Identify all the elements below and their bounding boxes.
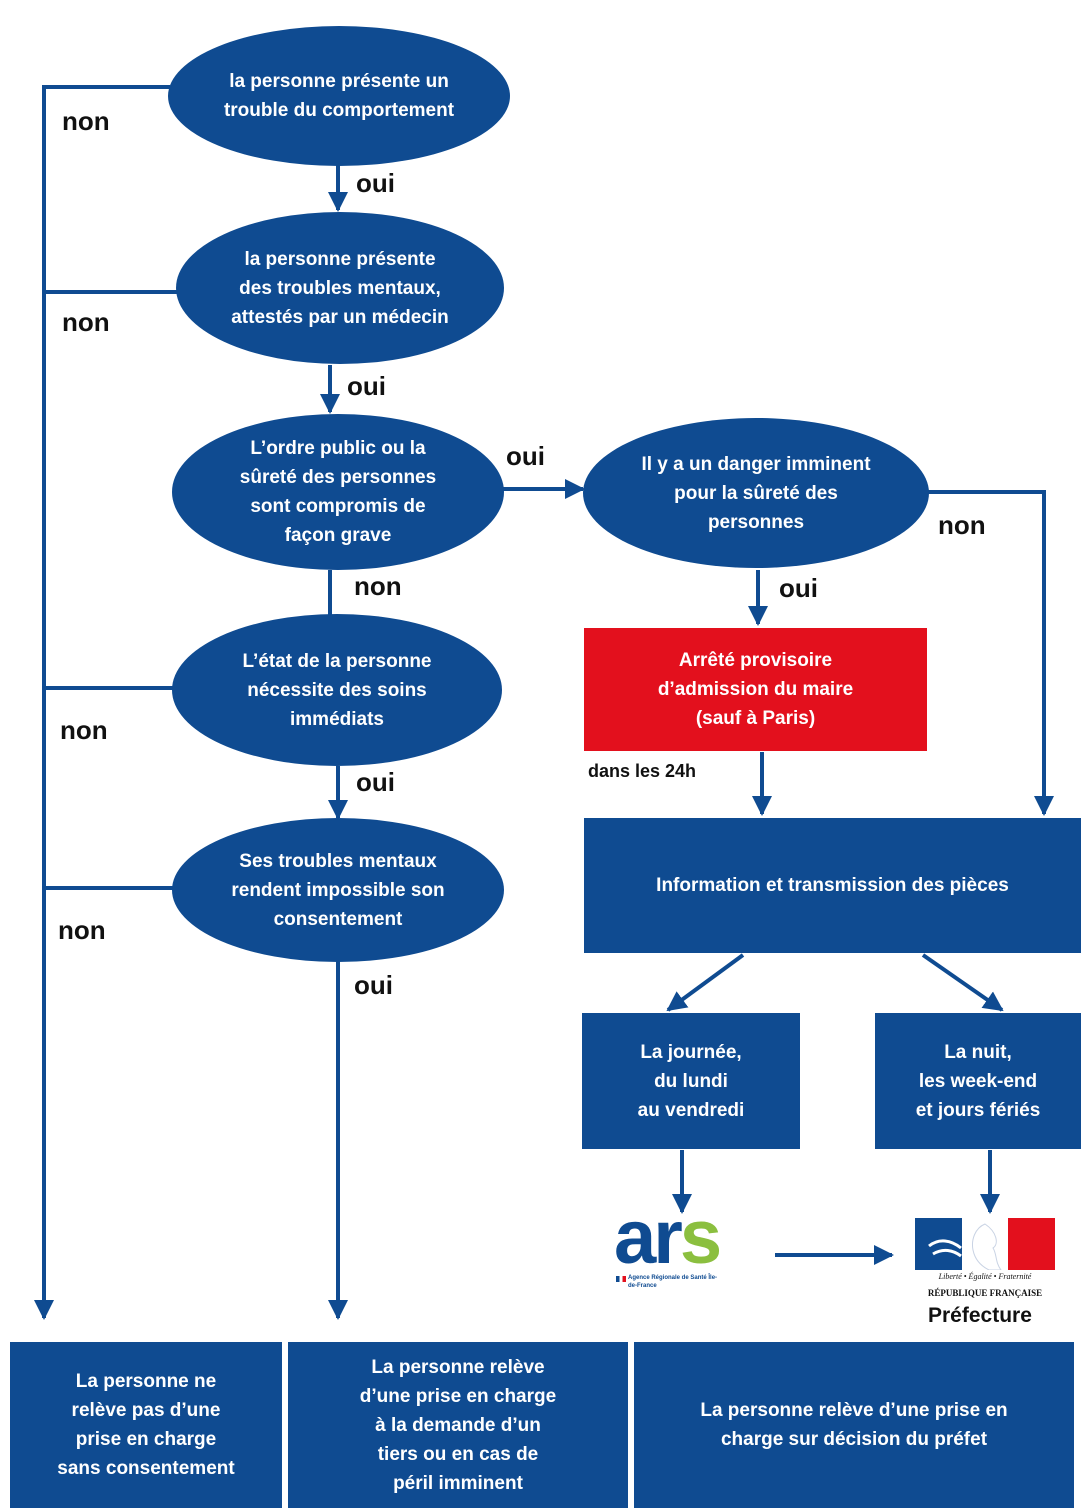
ars-subtitle: Agence Régionale de Santé Île-de-France <box>628 1275 718 1289</box>
label-oui-2: oui <box>347 371 386 401</box>
label-oui-1: oui <box>356 168 395 198</box>
ars-wordmark: ars <box>614 1195 722 1280</box>
non-rail-left <box>34 85 170 1320</box>
outcome-sans-consentement: La personne ne relève pas d’une prise en… <box>10 1342 282 1508</box>
ars-logo: ars Agence Régionale de Santé Île-de-Fra… <box>614 1198 764 1302</box>
decision-trouble-comportement: la personne présente un trouble du compo… <box>168 26 510 166</box>
label-non-4: non <box>60 715 108 745</box>
outcome-demande-tiers: La personne relève d’une prise en charge… <box>288 1342 628 1508</box>
arrete-provisoire-box: Arrêté provisoire d’admission du maire (… <box>584 628 927 751</box>
marianne-republic: RÉPUBLIQUE FRANÇAISE <box>927 1288 1043 1298</box>
nuit-box: La nuit, les week-end et jours fériés <box>875 1013 1081 1149</box>
label-non-2: non <box>62 307 110 337</box>
ars-flag-icon <box>616 1276 626 1282</box>
decision-soins-immediats: L’état de la personne nécessite des soin… <box>172 614 502 766</box>
label-oui-5: oui <box>354 970 393 1000</box>
label-non-3: non <box>354 571 402 601</box>
prefecture-label: Préfecture <box>928 1304 1032 1327</box>
information-box: Information et transmission des pièces <box>584 818 1081 953</box>
arrow-info-jour <box>666 953 745 1012</box>
arrow-info-nuit <box>921 953 1004 1012</box>
journee-box: La journée, du lundi au vendredi <box>582 1013 800 1149</box>
decision-troubles-mentaux: la personne présente des troubles mentau… <box>176 212 504 364</box>
delai-24h-label: dans les 24h <box>588 761 697 781</box>
label-oui-4: oui <box>356 767 395 797</box>
label-oui-danger: oui <box>779 573 818 603</box>
outcome-decision-prefet: La personne relève d’une prise en charge… <box>634 1342 1074 1508</box>
label-non-danger: non <box>938 510 986 540</box>
label-non-1: non <box>62 106 110 136</box>
marianne-logo: Liberté • Égalité • Fraternité RÉPUBLIQU… <box>915 1218 1055 1306</box>
decision-ordre-public: L’ordre public ou la sûreté des personne… <box>172 414 504 570</box>
marianne-icon <box>915 1218 1055 1271</box>
non-danger-info <box>928 490 1054 816</box>
label-non-5: non <box>58 915 106 945</box>
marianne-motto: Liberté • Égalité • Fraternité <box>938 1272 1032 1281</box>
decision-danger-imminent: Il y a un danger imminent pour la sûreté… <box>583 418 929 568</box>
decision-consentement: Ses troubles mentaux rendent impossible … <box>172 818 504 962</box>
label-oui-3: oui <box>506 441 545 471</box>
